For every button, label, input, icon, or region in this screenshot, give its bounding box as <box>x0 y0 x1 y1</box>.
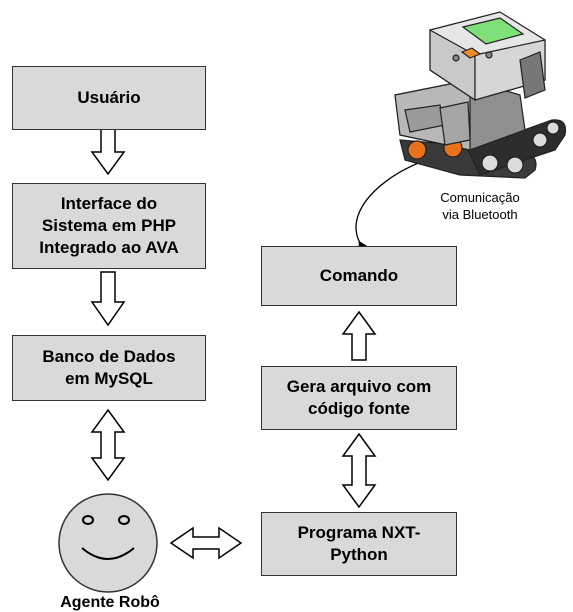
arrow-usuario-to-interface <box>90 126 126 176</box>
arrow-gera-programa-double <box>341 432 377 509</box>
agente-robo-label: Agente Robô <box>60 594 160 611</box>
box-comando: Comando <box>261 246 457 306</box>
agent-smiley-icon <box>58 493 158 593</box>
box-gera-arquivo: Gera arquivo com código fonte <box>261 366 457 430</box>
comunicacao-label: Comunicação via Bluetooth <box>440 190 520 222</box>
box-usuario: Usuário <box>12 66 206 130</box>
arrow-interface-to-banco <box>90 271 126 327</box>
box-banco-dados: Banco de Dados em MySQL <box>12 335 206 401</box>
nxt-robot-image <box>394 11 567 179</box>
arrow-agente-programa-double <box>169 526 243 560</box>
box-programa-nxt: Programa NXT- Python <box>261 512 457 576</box>
arrow-gera-to-comando <box>341 310 377 361</box>
box-interface: Interface do Sistema em PHP Integrado ao… <box>12 183 206 269</box>
arrow-banco-agente-double <box>90 408 126 482</box>
